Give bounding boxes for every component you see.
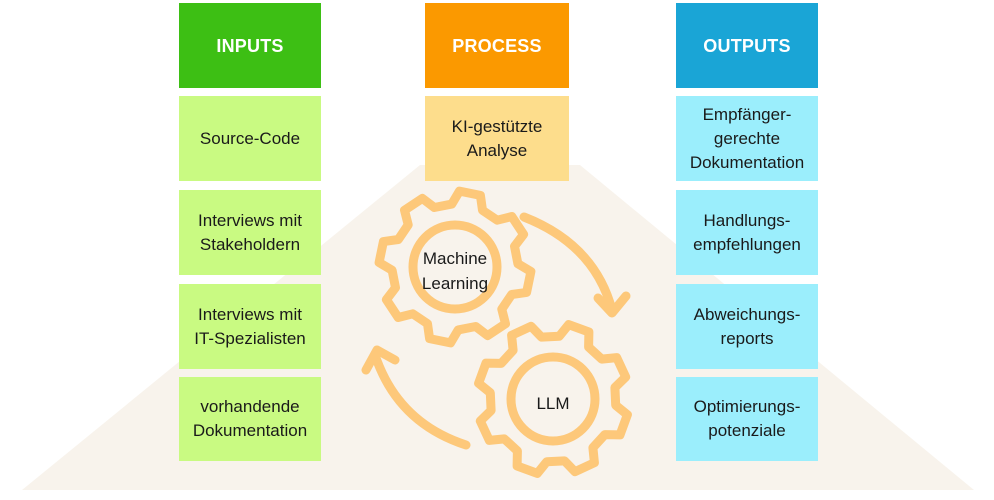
input-item: Source-Code — [179, 96, 321, 181]
gear-label-machine-learning: Machine Learning — [421, 249, 489, 293]
arrow-head-right — [593, 291, 631, 318]
process-column: PROCESS KI-gestützte Analyse — [425, 0, 569, 190]
arrow-head-left — [361, 345, 400, 375]
output-item: Abweichungs- reports — [676, 284, 818, 369]
gear-outline — [374, 186, 536, 348]
output-item: Optimierungs- potenziale — [676, 377, 818, 461]
inputs-column: INPUTS Source-Code Interviews mit Stakeh… — [179, 0, 321, 470]
gear-label-llm: LLM — [536, 394, 570, 413]
process-header: PROCESS — [425, 3, 569, 88]
process-item: KI-gestützte Analyse — [425, 96, 569, 181]
outputs-column: OUTPUTS Empfänger- gerechte Dokumentatio… — [676, 0, 818, 470]
gear-icon-machine-learning — [374, 186, 536, 348]
gear-ring-machine-learning — [408, 220, 502, 314]
arrow-icon-clockwise-right — [519, 212, 617, 315]
output-item: Empfänger- gerechte Dokumentation — [676, 96, 818, 181]
gear-ring-llm — [506, 352, 600, 446]
gear-outline — [474, 320, 632, 478]
input-item: vorhandende Dokumentation — [179, 377, 321, 461]
inputs-header: INPUTS — [179, 3, 321, 88]
output-item: Handlungs- empfehlungen — [676, 190, 818, 275]
input-item: Interviews mit Stakeholdern — [179, 190, 321, 275]
gear-icon-llm — [474, 320, 632, 478]
input-item: Interviews mit IT-Spezialisten — [179, 284, 321, 369]
arrow-icon-clockwise-left — [370, 350, 471, 450]
outputs-header: OUTPUTS — [676, 3, 818, 88]
